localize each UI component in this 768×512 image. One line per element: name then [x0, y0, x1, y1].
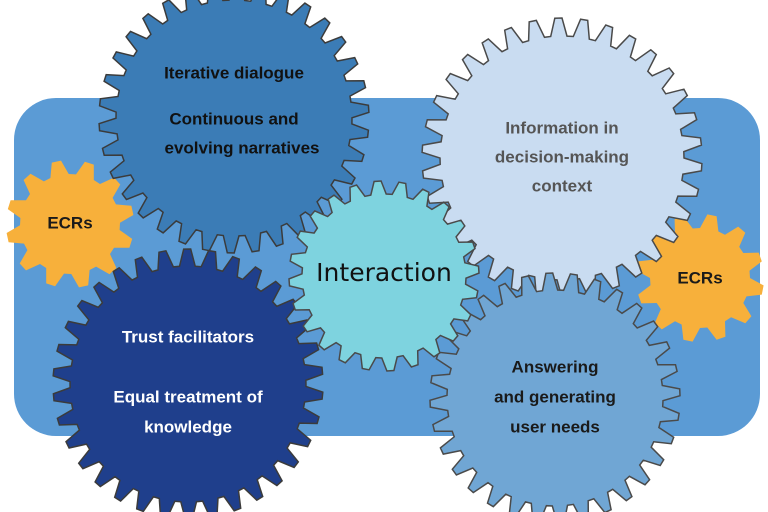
- gear-top-left-line3: evolving narratives: [165, 138, 320, 157]
- gear-bottom-left-line2: Equal treatment of: [113, 387, 263, 406]
- gear-interaction: [288, 180, 480, 372]
- gear-top-left-line1: Iterative dialogue: [164, 63, 304, 82]
- gear-bottom-right-line3: user needs: [510, 417, 600, 436]
- gear-top-right-line3: context: [532, 176, 593, 195]
- gear-trust-facilitators: [52, 248, 324, 512]
- gear-bottom-right-line2: and generating: [494, 387, 616, 406]
- ecr-right-label: ECRs: [677, 268, 722, 287]
- gear-center-label: Interaction: [316, 258, 452, 287]
- gear-top-left-line2: Continuous and: [169, 109, 298, 128]
- gear-bottom-left-line1: Trust facilitators: [122, 327, 254, 346]
- gear-answering-user-needs: [429, 272, 681, 512]
- ecr-left-label: ECRs: [47, 213, 92, 232]
- gear-iterative-dialogue: [98, 0, 370, 254]
- gear-bottom-left-line3: knowledge: [144, 417, 232, 436]
- ecr-gear-left: [6, 160, 134, 288]
- gear-top-right-line2: decision-making: [495, 147, 629, 166]
- gear-bottom-right-line1: Answering: [512, 357, 599, 376]
- gear-top-right-line1: Information in: [505, 118, 618, 137]
- gear-information-decision-context: [421, 17, 703, 299]
- ecr-gear-right: [636, 214, 764, 342]
